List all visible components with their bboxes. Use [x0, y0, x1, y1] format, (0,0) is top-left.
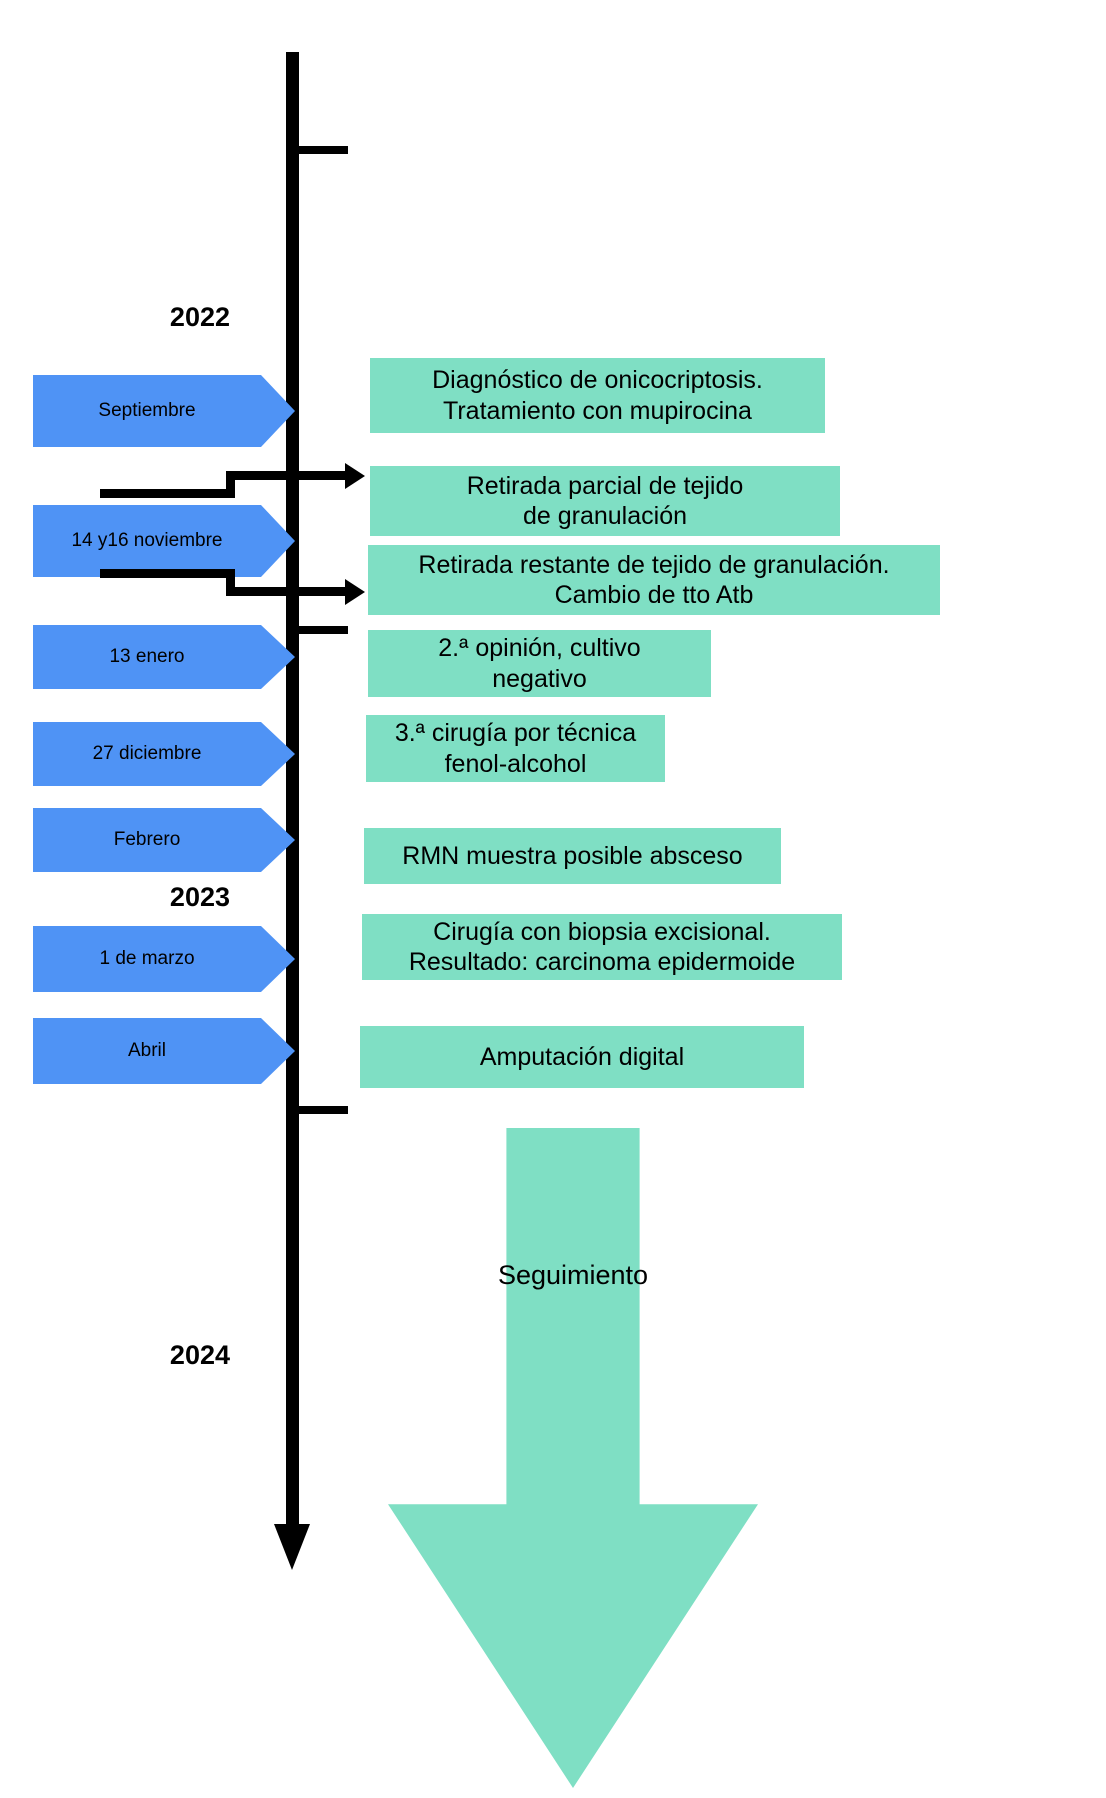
event-box-tercera-cirugia[interactable]: 3.ª cirugía por técnica fenol-alcohol [366, 715, 665, 782]
event-box-amputacion[interactable]: Amputación digital [360, 1026, 804, 1088]
timeline-axis-line [286, 52, 299, 1532]
axis-tick-top [286, 146, 348, 154]
event-box-cirugia-biopsia[interactable]: Cirugía con biopsia excisional. Resultad… [362, 914, 842, 980]
event-text-retirada-parcial: Retirada parcial de tejido de granulació… [466, 471, 744, 531]
period-label-noviembre: 14 y16 noviembre [71, 529, 223, 551]
event-box-retirada-restante[interactable]: Retirada restante de tejido de granulaci… [368, 545, 940, 615]
period-label-enero: 13 enero [109, 645, 185, 667]
period-chevron-abril[interactable]: Abril [33, 1018, 295, 1084]
period-label-septiembre: Septiembre [98, 399, 196, 421]
period-label-marzo: 1 de marzo [99, 947, 195, 969]
period-chevron-febrero[interactable]: Febrero [33, 808, 295, 872]
event-box-segunda-opinion[interactable]: 2.ª opinión, cultivo negativo [368, 630, 711, 697]
period-chevron-marzo[interactable]: 1 de marzo [33, 926, 295, 992]
connector2-arrowhead [345, 579, 365, 605]
period-chevron-noviembre[interactable]: 14 y16 noviembre [33, 505, 295, 577]
followup-label: Seguimiento [497, 1260, 649, 1290]
axis-tick-abril-end [286, 1106, 348, 1114]
timeline-axis-arrowhead [274, 1524, 310, 1570]
event-text-diagnostico: Diagnóstico de onicocriptosis. Tratamien… [432, 366, 763, 425]
event-box-rmn[interactable]: RMN muestra posible absceso [364, 828, 781, 884]
event-text-cirugia-biopsia: Cirugía con biopsia excisional. Resultad… [408, 917, 796, 977]
event-text-tercera-cirugia: 3.ª cirugía por técnica fenol-alcohol [394, 719, 637, 778]
year-label-2022: 2022 [169, 302, 230, 332]
followup-down-arrow[interactable] [388, 1128, 758, 1788]
period-label-febrero: Febrero [113, 828, 181, 850]
event-text-amputacion: Amputación digital [479, 1042, 685, 1071]
period-chevron-septiembre[interactable]: Septiembre [33, 375, 295, 447]
connector1-horizontal-lower [100, 489, 235, 498]
axis-tick-13-enero [286, 626, 348, 634]
connector1-riser [226, 471, 235, 498]
period-label-abril: Abril [127, 1039, 166, 1061]
connector2-riser [226, 569, 235, 596]
connector1-arrowhead [345, 463, 365, 489]
connector2-horizontal-upper [100, 569, 235, 578]
event-text-rmn: RMN muestra posible absceso [402, 841, 743, 870]
event-text-segunda-opinion: 2.ª opinión, cultivo negativo [438, 634, 641, 693]
event-text-retirada-restante: Retirada restante de tejido de granulaci… [418, 550, 890, 610]
event-box-retirada-parcial[interactable]: Retirada parcial de tejido de granulació… [370, 466, 840, 536]
year-label-2023: 2023 [169, 882, 230, 912]
year-label-2024: 2024 [169, 1340, 230, 1370]
period-chevron-enero[interactable]: 13 enero [33, 625, 295, 689]
period-label-diciembre: 27 diciembre [92, 742, 202, 764]
connector1-horizontal-upper [226, 471, 346, 480]
connector2-horizontal-lower [226, 587, 346, 596]
period-chevron-diciembre[interactable]: 27 diciembre [33, 722, 295, 786]
event-box-diagnostico[interactable]: Diagnóstico de onicocriptosis. Tratamien… [370, 358, 825, 433]
